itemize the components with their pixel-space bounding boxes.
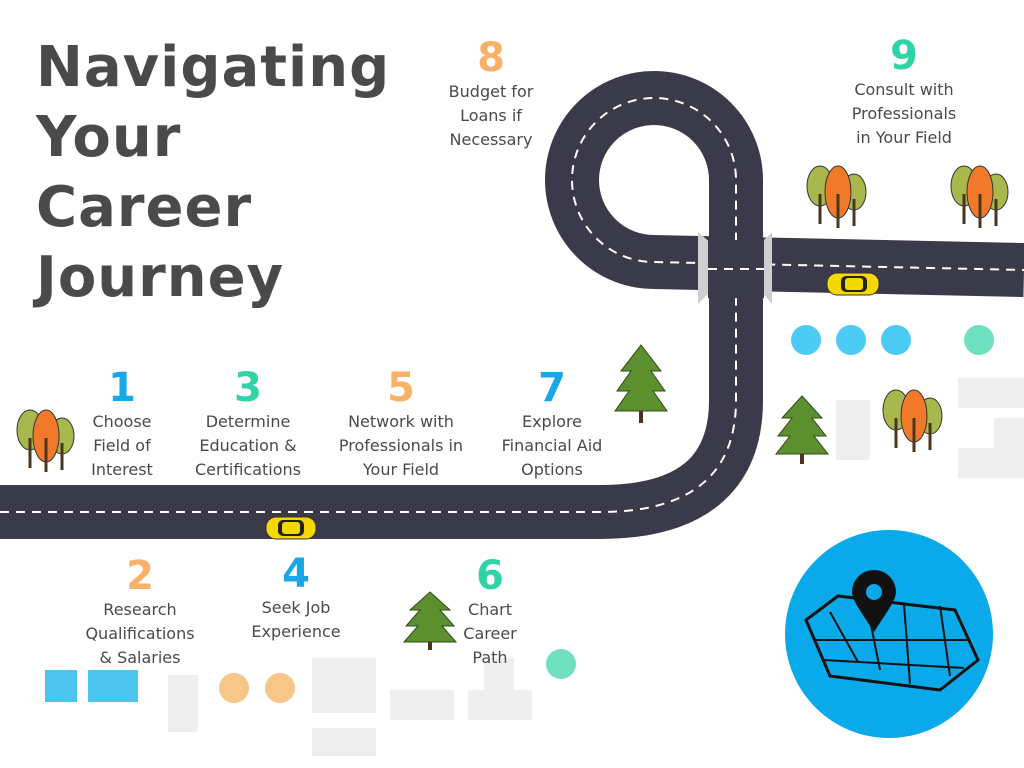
step-number: 1 <box>108 365 136 411</box>
map-pin-icon <box>785 530 993 738</box>
deciduous-trees-icon <box>882 389 943 452</box>
title-line-3: Career <box>36 175 253 240</box>
step-label: Seek Job Experience <box>251 598 341 641</box>
step-2: 2 Research Qualifications & Salaries <box>64 554 216 670</box>
step-number: 9 <box>890 33 918 79</box>
step-number: 2 <box>126 553 154 599</box>
step-7: 7 Explore Financial Aid Options <box>494 366 610 482</box>
decorative-blocks <box>168 378 1024 756</box>
step-label: Chart Career Path <box>463 600 517 667</box>
step-label: Explore Financial Aid Options <box>501 412 603 479</box>
bridge <box>698 232 772 304</box>
step-label: Research Qualifications & Salaries <box>85 600 195 667</box>
title-line-2: Your <box>36 105 182 170</box>
title-line-4: Journey <box>36 245 285 310</box>
step-9: 9 Consult with Professionals in Your Fie… <box>836 34 972 150</box>
decorative-dots <box>45 325 994 703</box>
step-label: Determine Education & Certifications <box>195 412 301 479</box>
step-label: Network with Professionals in Your Field <box>338 412 464 479</box>
step-4: 4 Seek Job Experience <box>234 552 358 644</box>
step-number: 3 <box>234 365 262 411</box>
step-8: 8 Budget for Loans if Necessary <box>436 36 546 152</box>
deciduous-trees-icon <box>806 165 867 228</box>
title-line-1: Navigating <box>36 35 391 100</box>
step-number: 7 <box>538 365 566 411</box>
deciduous-trees-icon <box>950 165 1009 228</box>
step-number: 5 <box>387 365 415 411</box>
pine-tree-icon <box>774 395 830 464</box>
step-6: 6 Chart Career Path <box>440 554 540 670</box>
step-number: 8 <box>477 35 505 81</box>
step-3: 3 Determine Education & Certifications <box>178 366 318 482</box>
car-icon <box>826 272 880 296</box>
deciduous-trees-icon <box>16 409 75 472</box>
road <box>0 71 1024 539</box>
step-number: 4 <box>282 551 310 597</box>
car-icon <box>265 516 317 540</box>
step-number: 6 <box>476 553 504 599</box>
step-label: Choose Field of Interest <box>91 412 153 479</box>
pine-tree-icon <box>402 591 458 650</box>
step-label: Consult with Professionals in Your Field <box>851 80 957 147</box>
step-5: 5 Network with Professionals in Your Fie… <box>326 366 476 482</box>
step-1: 1 Choose Field of Interest <box>72 366 172 482</box>
step-label: Budget for Loans if Necessary <box>448 82 534 149</box>
pine-tree-icon <box>614 344 668 423</box>
